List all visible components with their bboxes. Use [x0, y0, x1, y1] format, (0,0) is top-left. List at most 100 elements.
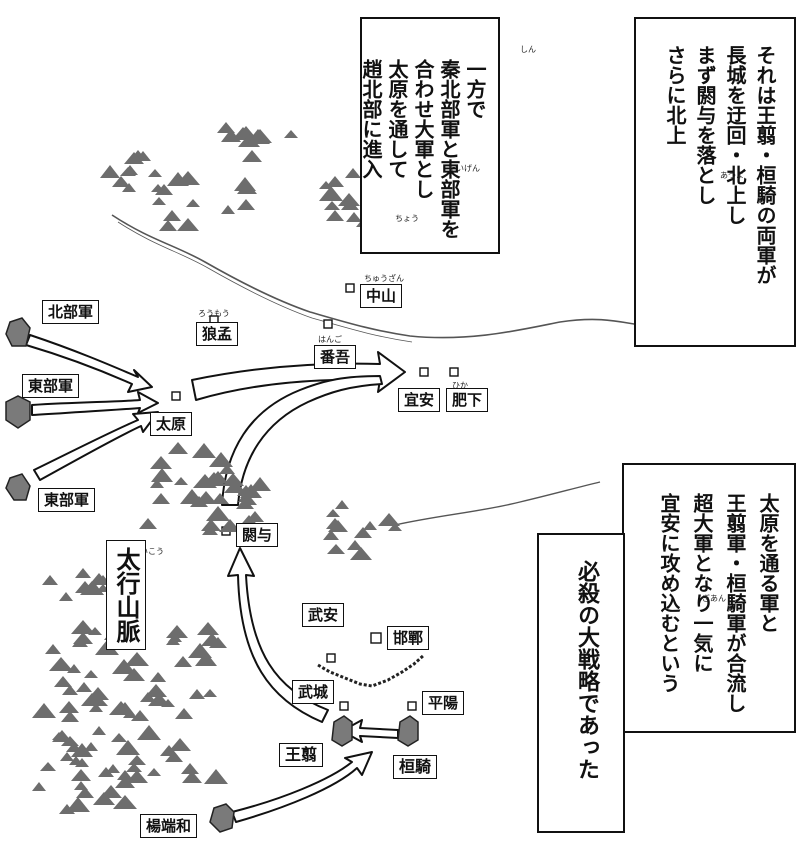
mountain-mark	[346, 539, 363, 550]
army-ousen: 王翦	[279, 743, 324, 767]
mountain-mark	[189, 689, 206, 700]
mountain-mark	[388, 522, 403, 531]
mountain-mark	[95, 583, 110, 592]
mountain-mark	[83, 670, 98, 679]
mountain-mark	[203, 768, 228, 784]
mountain-mark	[201, 633, 224, 647]
narration-box-2: 一方で秦北部軍と東部軍を合わせ大軍とし太原を通して趙北部に進入	[359, 17, 500, 254]
narration-line: 一方で	[463, 59, 487, 119]
mountain-mark	[70, 742, 93, 757]
mountain-mark	[164, 750, 183, 762]
narration-line: それは王翦・桓騎の両軍が	[753, 45, 777, 285]
mountain-mark	[116, 740, 141, 756]
mountain-mark	[73, 631, 94, 644]
city-square-gian	[419, 367, 429, 377]
arrow-east-army-2	[33, 411, 159, 481]
mountain-mark	[173, 655, 192, 667]
place-kantan: 邯鄲	[387, 626, 430, 650]
mountain-mark	[221, 472, 244, 486]
mountain-mark	[69, 755, 84, 765]
furigana-taigen: たいげん	[448, 164, 480, 173]
mountain-mark	[166, 171, 189, 186]
army-marker-east-2	[5, 473, 31, 501]
furigana-chou: ちょう	[395, 214, 419, 223]
mountain-mark	[150, 456, 173, 469]
army-kanki: 桓騎	[393, 755, 438, 779]
place-hika: 肥下	[446, 388, 489, 412]
mountain-mark	[124, 152, 145, 165]
mountain-mark	[60, 710, 79, 722]
mountain-mark	[44, 644, 61, 655]
mountain-mark	[218, 464, 235, 475]
mountain-mark	[88, 626, 103, 635]
place-gian: 宜安	[398, 388, 441, 412]
mountain-mark	[152, 492, 171, 504]
mountain-mark	[191, 442, 216, 458]
narration-line: 必殺の大戦略であった	[574, 560, 599, 780]
place-taigen: 太原	[150, 412, 193, 436]
wall-line	[317, 653, 426, 688]
narration-line: 宜安に攻め込むという	[657, 493, 681, 693]
army-marker-east-1	[5, 395, 31, 429]
mountain-mark	[196, 622, 219, 636]
mountain-mark	[219, 518, 242, 532]
mountain-mark	[99, 784, 122, 798]
mountain-mark	[338, 193, 361, 207]
mountain-mark	[185, 199, 200, 208]
mountain-mark	[151, 672, 166, 682]
narration-line: まず閼与を落とし	[693, 45, 717, 205]
mountain-mark	[377, 513, 400, 527]
mountain-mark	[120, 167, 137, 176]
army-east-1: 東部軍	[22, 374, 80, 398]
mountain-mark	[202, 688, 217, 697]
army-marker-ousen	[331, 715, 353, 747]
city-square-bujou	[339, 701, 349, 711]
mountain-mark	[140, 692, 156, 703]
river-east	[394, 481, 601, 526]
mountain-range-label: 太行山脈	[106, 540, 146, 650]
army-east-2: 東部軍	[38, 488, 96, 512]
mountain-mark	[147, 768, 162, 777]
mountain-mark	[323, 201, 340, 211]
place-bujou: 武城	[292, 680, 335, 704]
mountain-mark	[247, 129, 272, 144]
mountain-mark	[127, 755, 146, 766]
mountain-mark	[175, 707, 194, 719]
mountain-mark	[114, 701, 135, 715]
river-north-bank	[117, 221, 413, 343]
mountain-mark	[176, 217, 199, 231]
city-square-hango	[323, 319, 333, 329]
mountain-mark	[40, 761, 57, 771]
mountain-mark	[71, 619, 95, 634]
place-rouman: 狼孟	[196, 322, 239, 346]
city-square-heiyou	[407, 701, 417, 711]
mountain-mark	[42, 574, 59, 585]
place-atsuyo: 閼与	[236, 523, 279, 547]
mountain-mark	[121, 183, 136, 193]
mountain-mark	[327, 520, 348, 533]
mountain-mark	[76, 682, 93, 693]
mountain-mark	[74, 781, 88, 791]
mountain-mark	[322, 530, 339, 541]
narration-text-4: 必殺の大戦略であった	[571, 560, 601, 830]
mountain-mark	[237, 199, 256, 211]
mountain-mark	[217, 121, 236, 133]
mountain-mark	[158, 219, 177, 231]
mountain-mark	[326, 175, 345, 187]
mountain-mark	[234, 177, 257, 192]
mountain-mark	[235, 497, 254, 509]
narration-line: 太原を通して	[385, 59, 409, 179]
narration-text-1: それは王翦・桓騎の両軍が長城を迂回・北上しまず閼与を落としさらに北上	[660, 45, 780, 335]
mountain-mark	[67, 663, 82, 673]
narration-line: 超大軍となり一気に	[690, 493, 714, 673]
mountain-mark	[167, 441, 188, 454]
mountain-mark	[326, 509, 341, 518]
mountain-mark	[284, 129, 299, 138]
mountain-mark	[49, 657, 74, 672]
mountain-mark	[61, 685, 78, 696]
mountain-mark	[155, 183, 174, 195]
mountain-mark	[182, 770, 203, 783]
mountain-mark	[123, 667, 146, 681]
